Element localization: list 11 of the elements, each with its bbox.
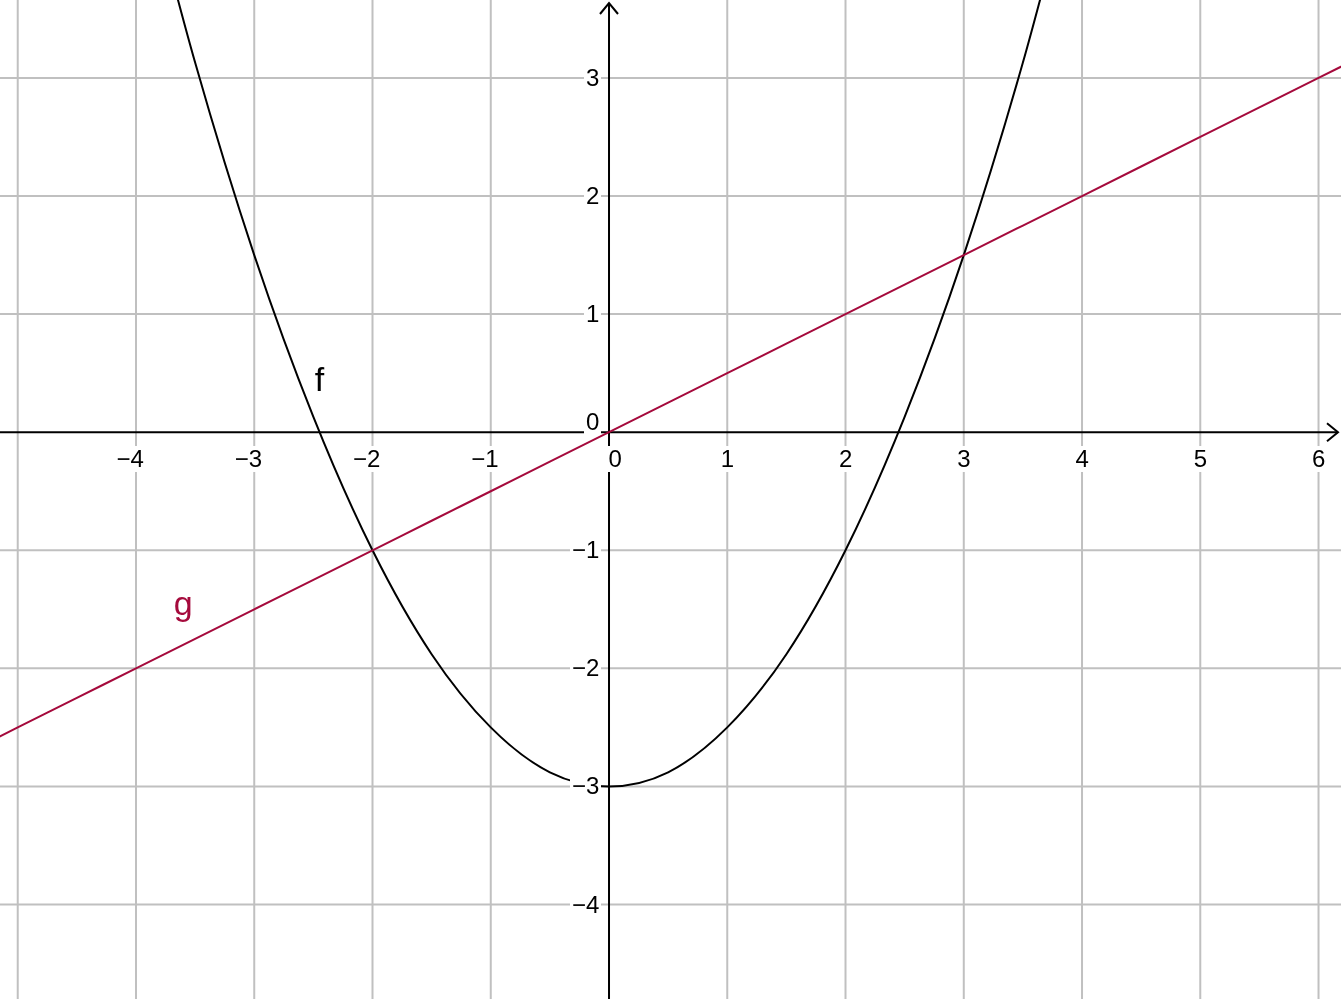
- tick-label: 4: [1073, 446, 1091, 473]
- tick-label: −2: [351, 446, 383, 473]
- tick-label: 3: [955, 446, 973, 473]
- tick-label: −1: [469, 446, 501, 473]
- tick-label: 2: [837, 446, 855, 473]
- function-label: g: [173, 585, 193, 622]
- tick-label: 0: [606, 446, 624, 473]
- function-label: f: [314, 361, 325, 398]
- tick-label: −4: [114, 446, 146, 473]
- tick-label: 6: [1310, 446, 1328, 473]
- tick-label: 5: [1191, 446, 1210, 473]
